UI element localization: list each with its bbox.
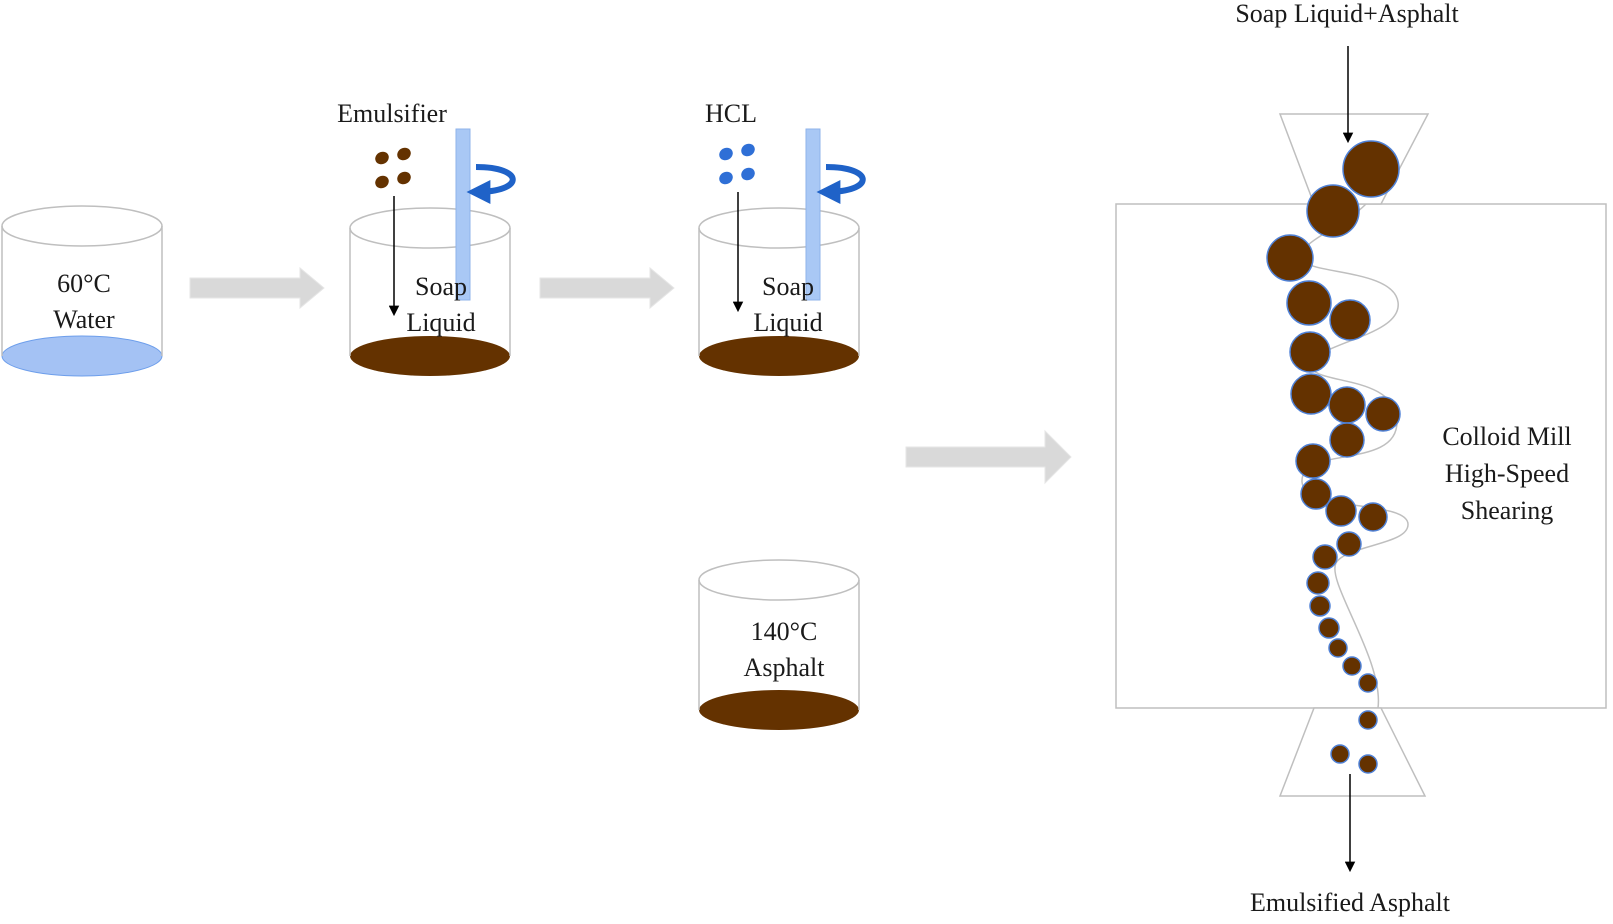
particle [1358, 710, 1378, 730]
asphalt-temp-label: 140°C [751, 617, 818, 646]
asphalt-particles [1266, 140, 1401, 774]
soap-beaker-1 [349, 207, 511, 376]
droplet-icon [741, 143, 755, 157]
liquid-label-2: Liquid [753, 308, 822, 337]
particle [1358, 673, 1378, 693]
mill-label-line1: Colloid Mill [1442, 422, 1571, 451]
particle [1312, 544, 1338, 570]
liquid-label-1: Liquid [406, 308, 475, 337]
droplet-icon [375, 151, 389, 165]
droplet-icon [719, 171, 733, 185]
particle [1358, 502, 1388, 532]
asphalt-surface [699, 690, 859, 730]
mill-output-label: Emulsified Asphalt [1250, 888, 1451, 917]
water-beaker [1, 205, 163, 377]
water-surface [1, 335, 163, 377]
particle [1290, 373, 1332, 415]
particle [1286, 280, 1332, 326]
droplet-icon [719, 147, 733, 161]
particle [1306, 184, 1360, 238]
emulsifier-label: Emulsifier [337, 99, 447, 128]
colloid-mill-icon [1115, 113, 1607, 797]
flow-arrow-icon [539, 266, 675, 310]
particle [1328, 386, 1366, 424]
particle [1295, 443, 1331, 479]
mill-label-line3: Shearing [1461, 496, 1553, 525]
water-label: Water [53, 305, 115, 334]
particle [1325, 495, 1357, 527]
soap-liquid-surface [350, 336, 510, 376]
rotation-arrow-icon [466, 164, 516, 204]
droplet-icon [397, 147, 411, 161]
particle [1365, 396, 1401, 432]
stir-rod-icon [805, 128, 821, 301]
particle [1342, 140, 1400, 198]
soap-label-2: Soap [762, 272, 814, 301]
particle [1328, 638, 1348, 658]
soap-beaker-2 [698, 207, 860, 376]
asphalt-label: Asphalt [744, 653, 826, 682]
mill-label-line2: High-Speed [1445, 459, 1569, 488]
water-temp-label: 60°C [57, 269, 111, 298]
particle [1309, 595, 1331, 617]
particle [1358, 754, 1378, 774]
particle [1330, 744, 1350, 764]
particle [1329, 299, 1371, 341]
particle [1329, 422, 1365, 458]
mill-input-label: Soap Liquid+Asphalt [1235, 0, 1459, 28]
hcl-label: HCL [705, 99, 757, 128]
hcl-droplets [719, 143, 755, 185]
particle [1342, 656, 1362, 676]
droplet-icon [397, 171, 411, 185]
flow-arrow-icon [189, 266, 325, 310]
droplet-icon [375, 175, 389, 189]
particle [1336, 531, 1362, 557]
mill-body [1115, 203, 1607, 709]
droplet-icon [741, 167, 755, 181]
mill-outlet [1278, 707, 1427, 797]
particle [1318, 617, 1340, 639]
emulsifier-droplets [375, 147, 411, 189]
particle [1300, 478, 1332, 510]
particle [1289, 331, 1331, 373]
soap-liquid-surface [699, 336, 859, 376]
particle [1266, 234, 1314, 282]
particle [1306, 571, 1330, 595]
rotation-arrow-icon [816, 164, 866, 204]
stir-rod-icon [455, 128, 471, 301]
flow-arrow-icon [905, 429, 1072, 485]
soap-label-1: Soap [415, 272, 467, 301]
asphalt-beaker [698, 559, 860, 730]
